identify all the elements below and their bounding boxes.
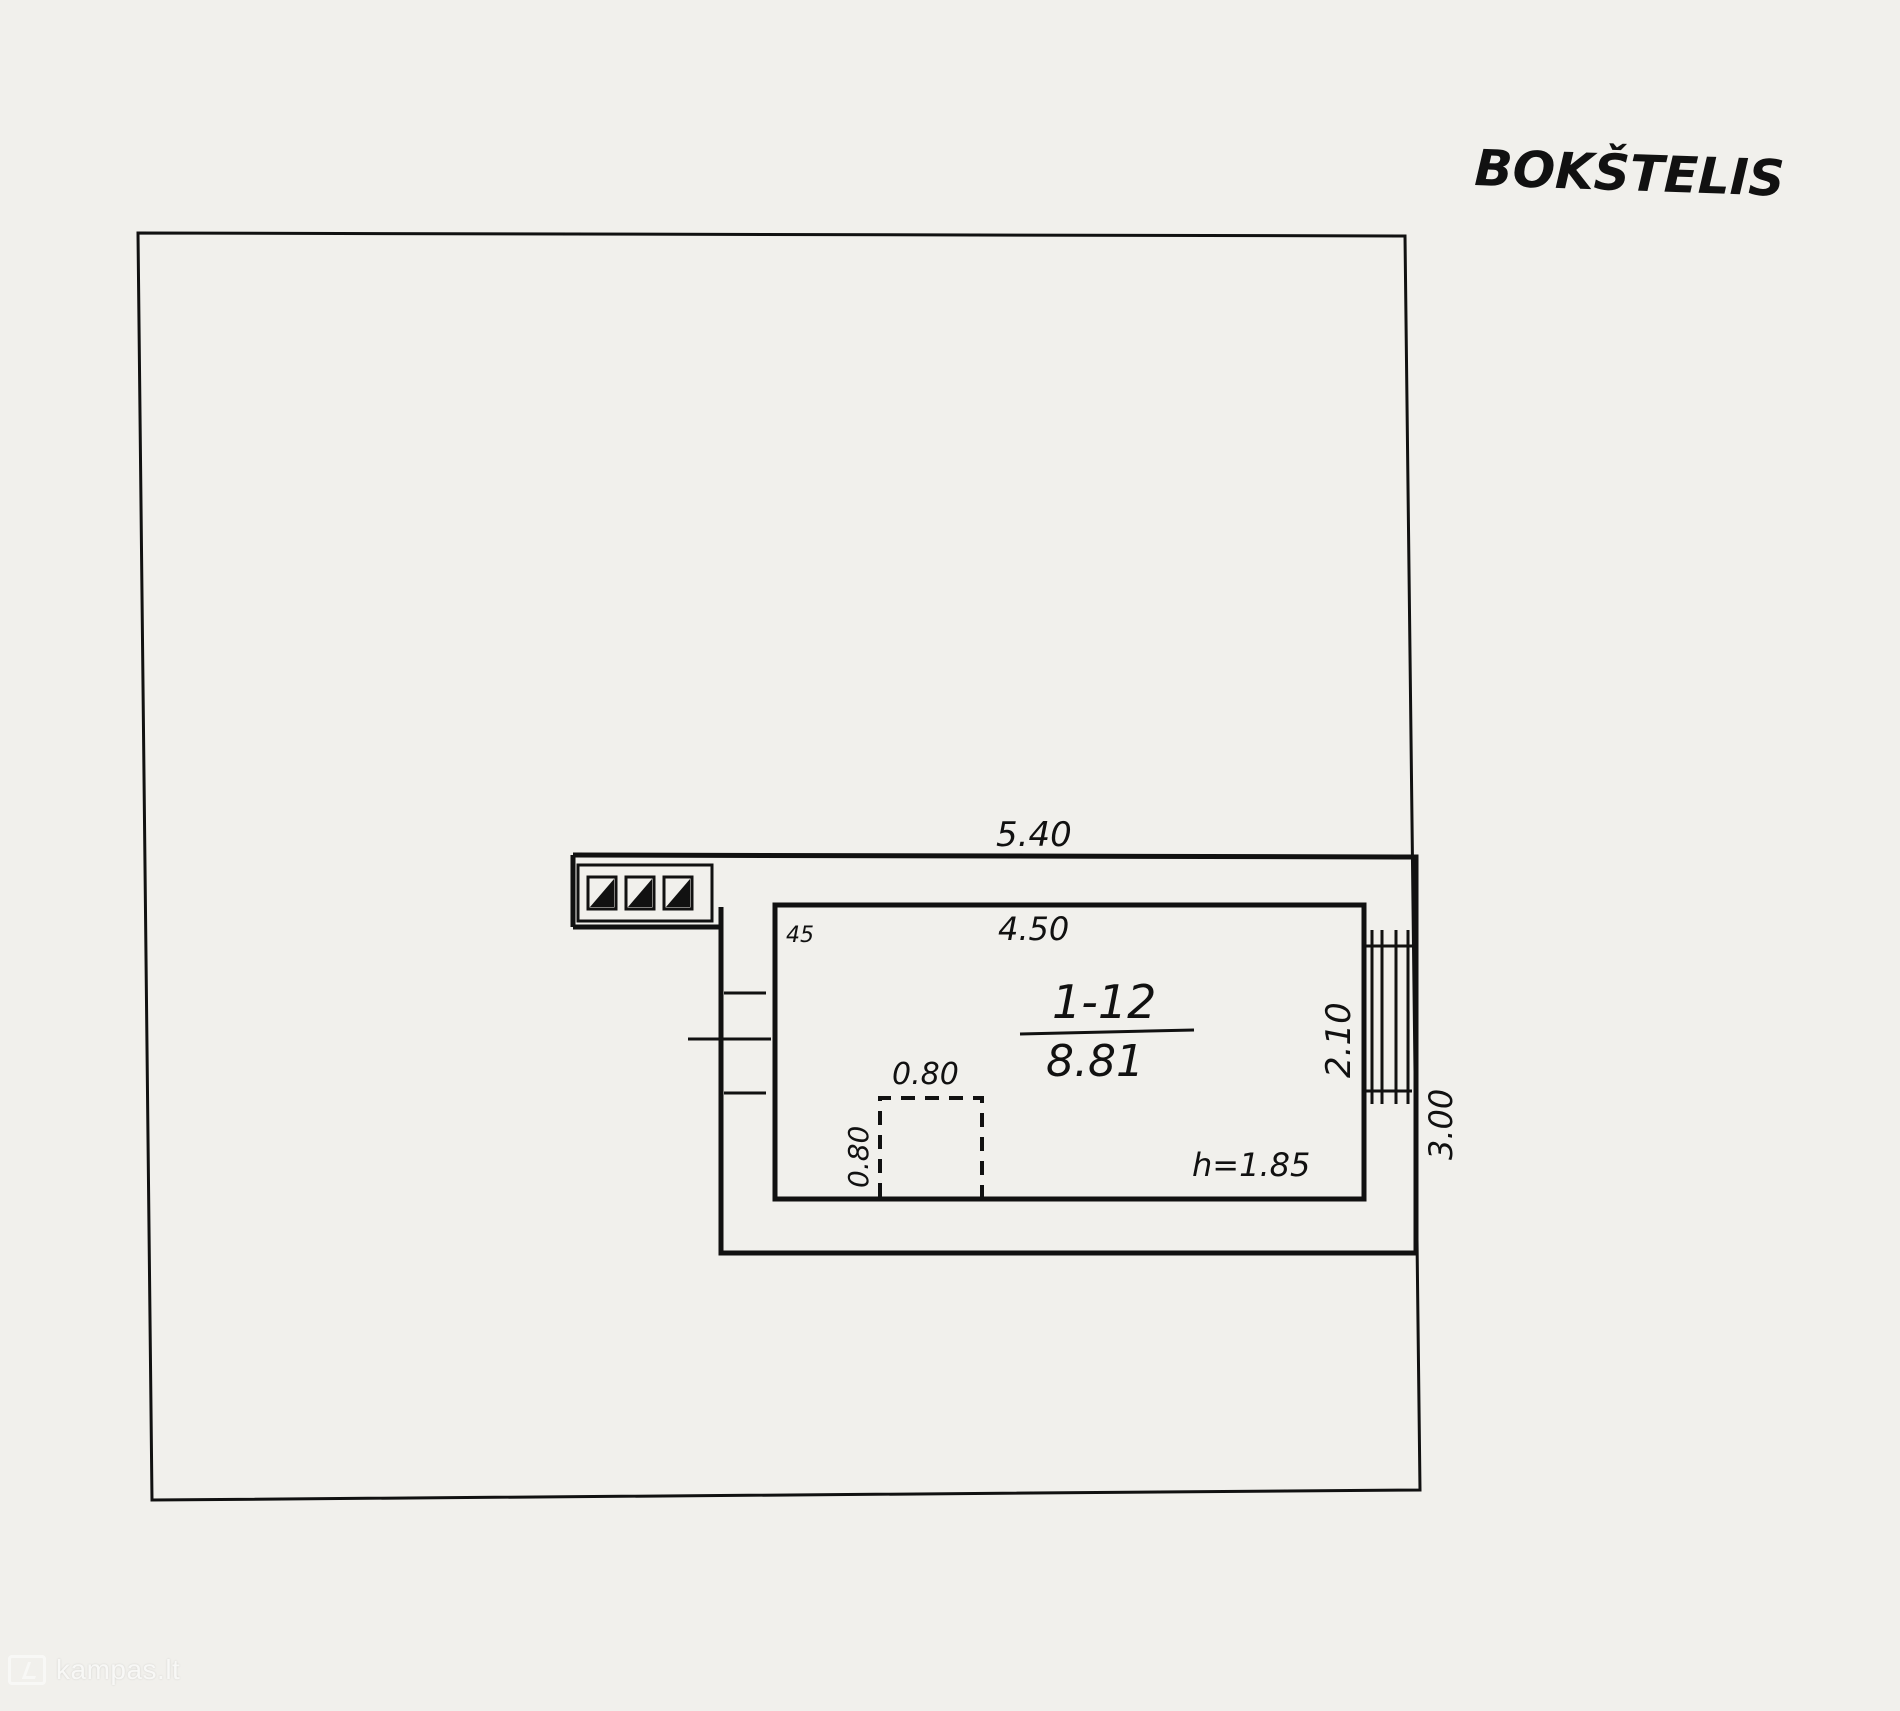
dim-outer-width: 5.40 (996, 815, 1072, 855)
kampas-logo-icon (8, 1655, 46, 1685)
dim-inner-width: 4.50 (998, 910, 1069, 948)
room-number: 1-12 (1052, 975, 1156, 1029)
room-label-divider (1019, 1028, 1195, 1036)
right-window (1364, 930, 1412, 1104)
dim-opening-width: 0.80 (892, 1057, 959, 1092)
watermark-text: kampas.lt (56, 1654, 181, 1685)
room-1-12 (772, 902, 1367, 1202)
drawing-frame (136, 231, 1422, 1502)
dim-outer-depth: 3.00 (1422, 1089, 1460, 1160)
dim-inner-depth: 2.10 (1319, 1002, 1359, 1078)
corner-mark: 45 (786, 923, 814, 948)
dim-opening-height: 0.80 (842, 1126, 875, 1188)
left-window (688, 991, 771, 1095)
room-height: h=1.85 (1192, 1146, 1310, 1184)
vent-block (576, 863, 714, 923)
outer-wall (572, 852, 1419, 1256)
watermark: kampas.lt (8, 1654, 180, 1686)
room-area: 8.81 (1046, 1036, 1144, 1087)
dashed-hatch-opening (878, 1096, 984, 1197)
vent-flues (586, 875, 694, 911)
drawing-title: BOKŠTELIS (1474, 138, 1786, 208)
